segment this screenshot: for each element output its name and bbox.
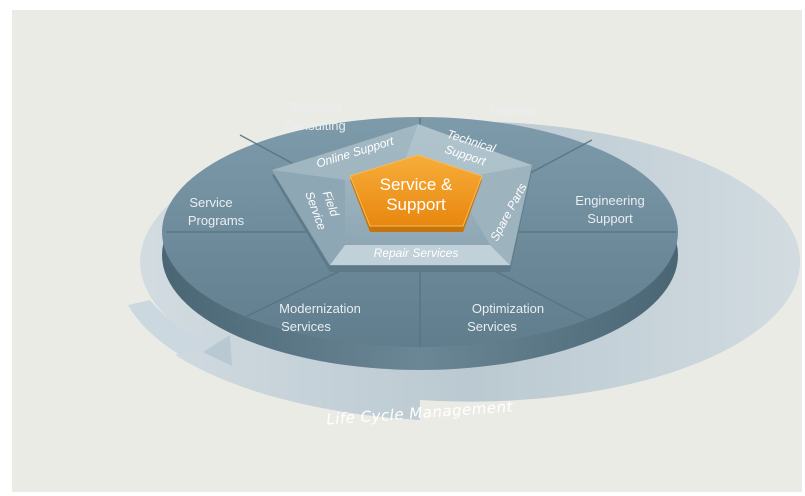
segment-service-programs: Service Programs: [188, 195, 245, 228]
optimization-services-line1: Optimization: [472, 301, 544, 316]
technical-consulting-line1: Technical: [288, 100, 342, 115]
segment-modernization-services: Modernization Services: [279, 301, 361, 334]
service-programs-line1: Service: [189, 195, 232, 210]
optimization-services-line2: Services: [467, 319, 517, 334]
repair-services-label: Repair Services: [374, 246, 459, 260]
technical-consulting-line2: Consulting: [284, 118, 345, 133]
segment-training: Training: [489, 103, 535, 118]
modernization-services-line1: Modernization: [279, 301, 361, 316]
engineering-support-line2: Support: [587, 211, 633, 226]
service-support-center: Service & Support: [349, 154, 483, 232]
center-label-line1: Service &: [380, 175, 453, 194]
service-programs-line2: Programs: [188, 213, 245, 228]
training-label: Training: [489, 103, 535, 118]
engineering-support-line1: Engineering: [575, 193, 644, 208]
segment-optimization-services: Optimization Services: [467, 301, 544, 334]
segment-technical-consulting: Technical Consulting: [284, 100, 345, 133]
segment-engineering-support: Engineering Support: [575, 193, 644, 226]
modernization-services-line2: Services: [281, 319, 331, 334]
ring-arrow-head: [203, 335, 232, 366]
center-label-line2: Support: [386, 195, 446, 214]
